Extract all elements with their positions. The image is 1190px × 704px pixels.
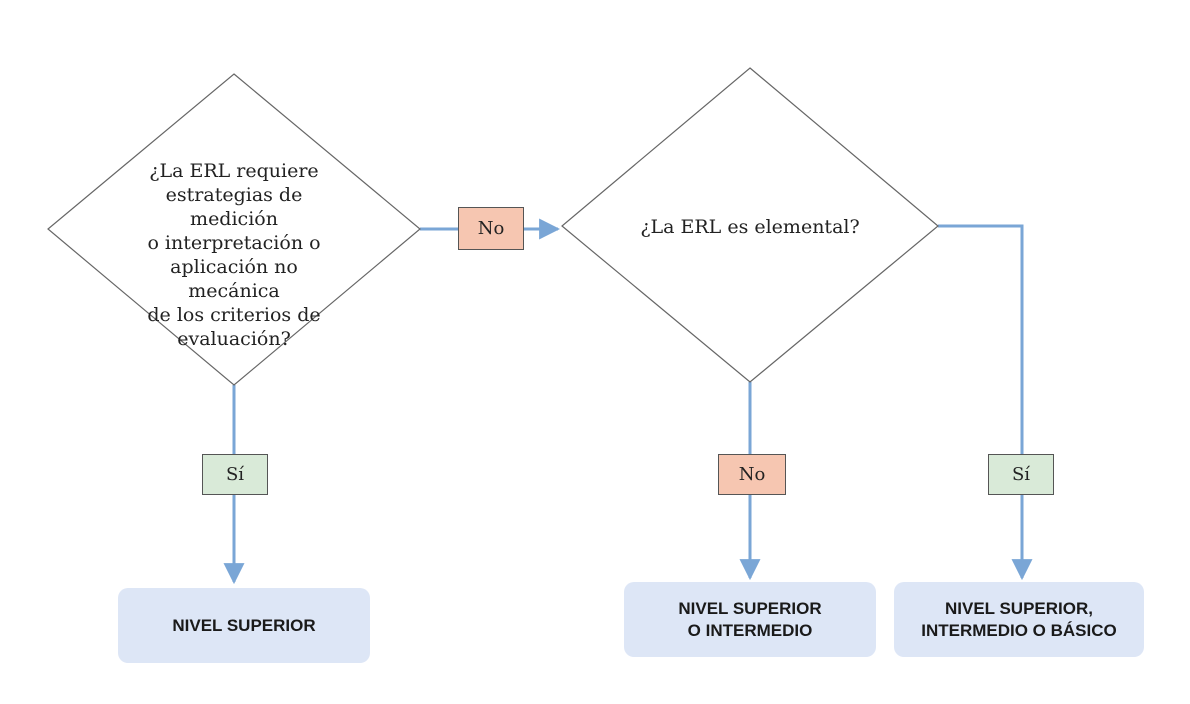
result-superior-intermedio-basico: NIVEL SUPERIOR, INTERMEDIO O BÁSICO: [894, 582, 1144, 657]
branch-label-q1-yes: Sí: [202, 454, 268, 495]
branch-label-q1-no: No: [458, 207, 524, 250]
decision-q2-text: ¿La ERL es elemental?: [640, 216, 860, 238]
branch-label-q2-yes: Sí: [988, 454, 1054, 495]
result-superior-o-intermedio: NIVEL SUPERIOR O INTERMEDIO: [624, 582, 876, 657]
decision-diamond-q1: [47, 73, 421, 386]
decision-q1-text: ¿La ERL requiere estrategias de medición…: [147, 160, 321, 350]
result-nivel-superior: NIVEL SUPERIOR: [118, 588, 370, 663]
decision-diamond-q2: [561, 67, 939, 383]
connector-q2-yes: [938, 224, 1033, 581]
branch-label-q2-no: No: [718, 454, 786, 495]
